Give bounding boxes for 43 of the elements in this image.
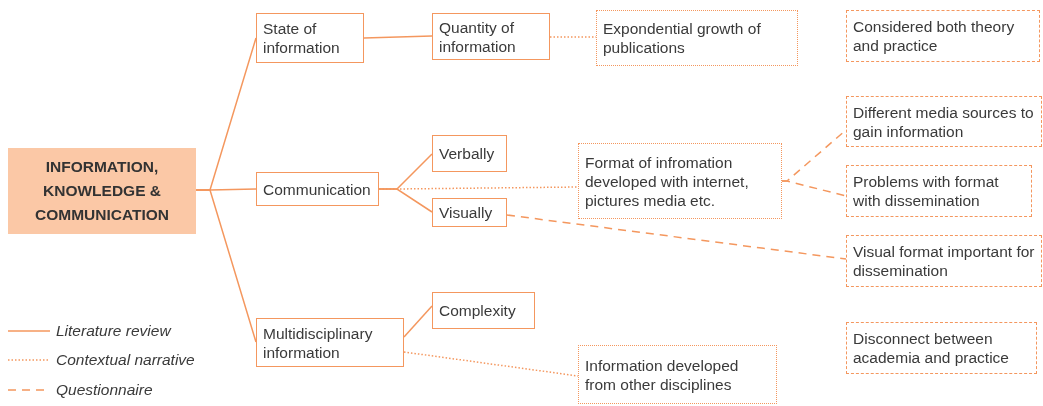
topic-label: Verbally — [439, 144, 495, 163]
topic-label: State of information — [263, 19, 341, 57]
topic-box — [256, 13, 364, 63]
topic-label: INFORMATION, KNOWLEDGE & COMMUNICATION — [34, 157, 170, 225]
legend-label: Literature review — [56, 322, 171, 340]
narrative-box — [596, 10, 798, 66]
topic-label: Multidisciplinary information — [263, 323, 374, 362]
dashed-connector — [781, 180, 847, 197]
dotted-connector — [403, 351, 579, 377]
main-topic-box — [8, 148, 196, 234]
topic-label: Considered both theory and practice — [853, 17, 1016, 55]
topic-label: Visual format important for dissemination — [853, 242, 1035, 280]
topic-label: Information developed from other disciplines — [585, 355, 740, 394]
dotted-connector — [549, 36, 597, 38]
topic-label: Format of infromation developed with internet, pictures media etc. — [585, 152, 750, 210]
topic-label: Quantity of information — [439, 17, 517, 56]
legend-label: Contextual narrative — [56, 351, 195, 369]
narrative-box — [578, 345, 777, 404]
connector-line — [363, 35, 433, 39]
dashed-connector — [506, 214, 847, 260]
topic-label: Expondential growth of publications — [603, 19, 762, 57]
topic-label: Visually — [439, 203, 493, 222]
topic-label: Communication — [263, 179, 371, 199]
questionnaire-box — [846, 10, 1040, 62]
questionnaire-box — [846, 235, 1042, 287]
topic-label: Disconnect between academia and practice — [853, 329, 1010, 367]
topic-label: Problems with format with dissemination — [853, 172, 1000, 210]
topic-box — [432, 198, 507, 227]
topic-box — [256, 318, 404, 367]
connector-line — [403, 305, 433, 338]
connector-line — [195, 189, 257, 343]
topic-label: Complexity — [439, 301, 516, 320]
questionnaire-box — [846, 96, 1042, 147]
topic-label: Different media sources to gain information — [853, 102, 1035, 141]
questionnaire-box — [846, 165, 1032, 217]
topic-box — [256, 172, 379, 206]
topic-box — [432, 135, 507, 172]
topic-box — [432, 292, 535, 329]
connector-line — [378, 188, 433, 213]
questionnaire-box — [846, 322, 1037, 374]
topic-box — [432, 13, 550, 60]
legend-label: Questionnaire — [56, 381, 153, 399]
narrative-box — [578, 143, 782, 219]
